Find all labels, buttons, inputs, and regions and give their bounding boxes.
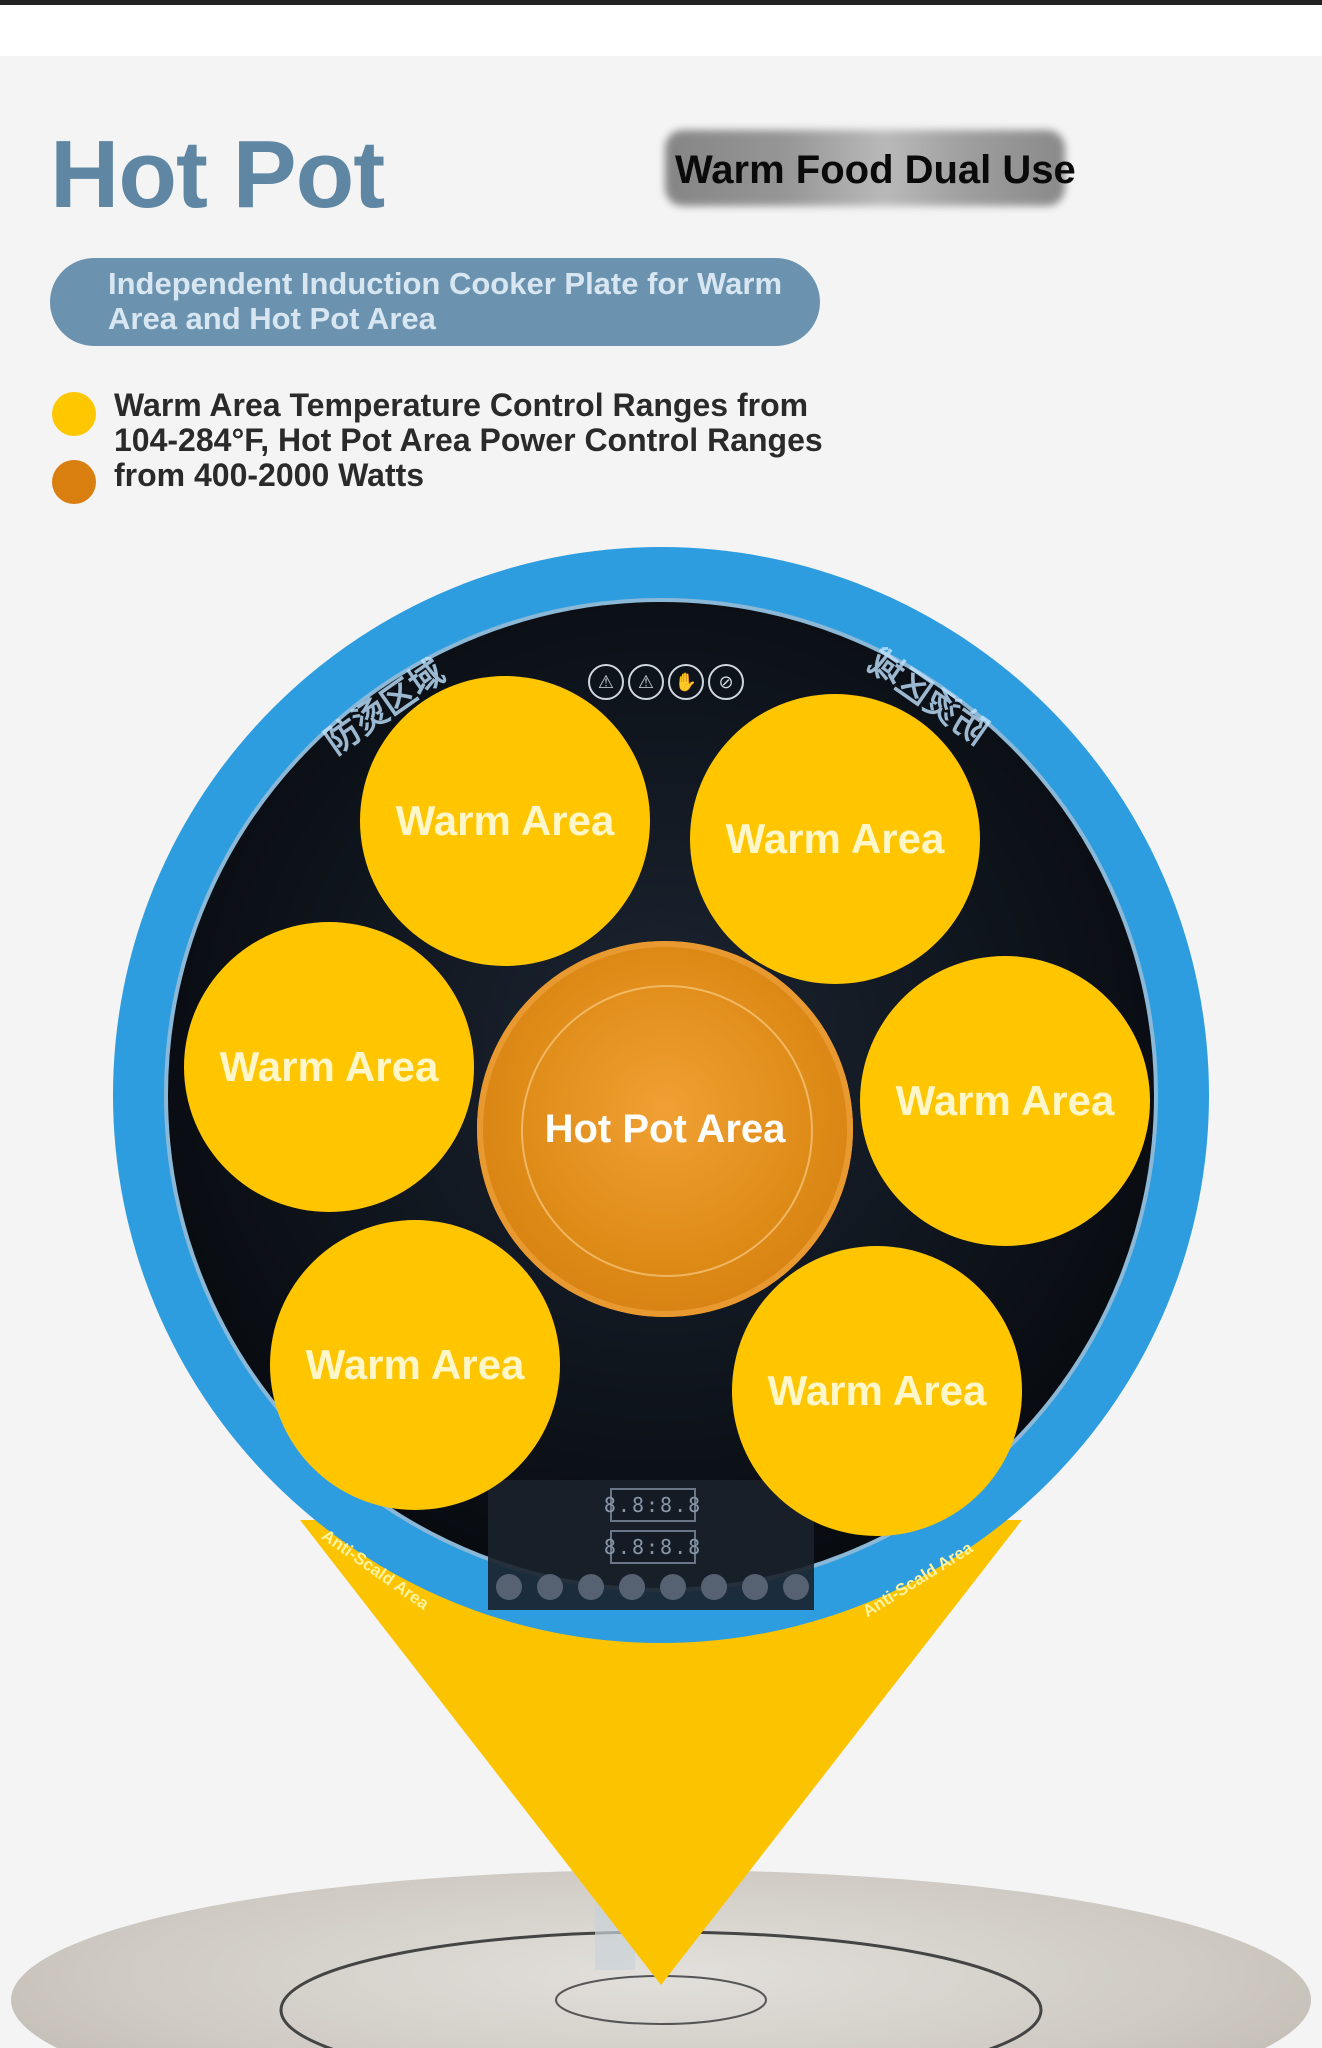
warm-zone-top-right: Warm Area bbox=[690, 694, 980, 984]
control-button[interactable] bbox=[701, 1574, 727, 1600]
warm-zone-label: Warm Area bbox=[219, 1043, 439, 1090]
hot-pot-label: Hot Pot Area bbox=[544, 1106, 786, 1151]
warm-zone-label: Warm Area bbox=[767, 1367, 987, 1414]
pin-tip bbox=[300, 1520, 1022, 1985]
warm-zone-label: Warm Area bbox=[305, 1341, 525, 1388]
control-display-bottom: 8.8:8.8 bbox=[604, 1530, 700, 1564]
hot-pot-zone: Hot Pot Area bbox=[477, 941, 853, 1317]
control-button[interactable] bbox=[619, 1574, 645, 1600]
control-button[interactable] bbox=[660, 1574, 686, 1600]
warm-zone-label: Warm Area bbox=[725, 815, 945, 862]
control-button[interactable] bbox=[578, 1574, 604, 1600]
top-band bbox=[0, 0, 1322, 56]
warm-zone-bottom-left: Warm Area bbox=[270, 1220, 560, 1510]
control-button[interactable] bbox=[783, 1574, 809, 1600]
hot-pot-legend-dot bbox=[52, 460, 96, 504]
control-button[interactable] bbox=[496, 1574, 522, 1600]
warm-zone-mid-right: Warm Area bbox=[860, 956, 1150, 1246]
tagline-block: Warm Food Dual Use bbox=[665, 122, 1085, 222]
warm-zone-label: Warm Area bbox=[895, 1077, 1115, 1124]
warning-icon: ⚠ bbox=[588, 664, 624, 700]
warm-zone-bottom-right: Warm Area bbox=[732, 1246, 1022, 1536]
warm-area-legend-dot bbox=[52, 392, 96, 436]
caution-heat-icon: ⚠ bbox=[628, 664, 664, 700]
tagline-text: Warm Food Dual Use bbox=[675, 148, 1076, 192]
warm-zone-mid-left: Warm Area bbox=[184, 922, 474, 1212]
page-title: Hot Pot bbox=[50, 121, 385, 228]
control-button[interactable] bbox=[537, 1574, 563, 1600]
hand-icon: ✋ bbox=[668, 664, 704, 700]
feature-pill-text: Independent Induction Cooker Plate for W… bbox=[108, 266, 783, 336]
legend-text: Warm Area Temperature Control Ranges fro… bbox=[114, 387, 823, 493]
control-button[interactable] bbox=[742, 1574, 768, 1600]
no-touch-icon: ⊘ bbox=[708, 664, 744, 700]
warm-zone-label: Warm Area bbox=[395, 797, 615, 844]
control-display-top: 8.8:8.8 bbox=[604, 1488, 700, 1522]
warm-zone-top-left: Warm Area bbox=[360, 676, 650, 966]
feature-pill: Independent Induction Cooker Plate for W… bbox=[50, 258, 820, 346]
hot-pot-inner-ring bbox=[521, 985, 813, 1277]
tagline-brush-background bbox=[665, 130, 1065, 206]
top-divider bbox=[0, 0, 1322, 5]
